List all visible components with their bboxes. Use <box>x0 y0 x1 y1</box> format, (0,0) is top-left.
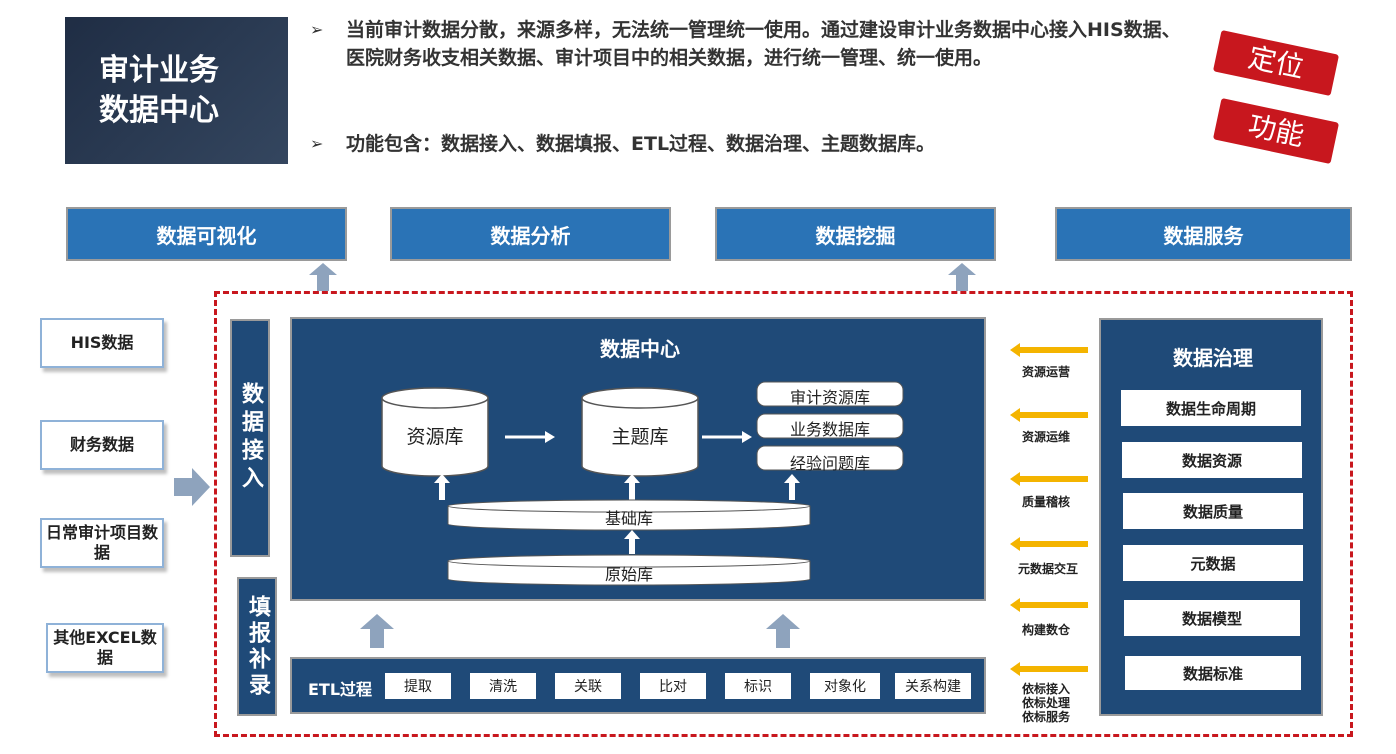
etl-step-relation: 关系构建 <box>895 673 971 699</box>
etl-step-identify: 标识 <box>725 673 791 699</box>
arrow-label-audit: 质量稽核 <box>1022 495 1071 509</box>
title-box: 审计业务 数据中心 <box>65 17 288 164</box>
up-arrow-icon <box>624 530 640 554</box>
title-line2: 数据中心 <box>99 92 219 128</box>
etl-step-link: 关联 <box>555 673 621 699</box>
gov-item-standard: 数据标准 <box>1125 656 1301 690</box>
source-finance: 财务数据 <box>40 420 164 470</box>
base-db-disc <box>447 499 811 531</box>
etl-panel: ETL过程 提取 清洗 关联 比对 标识 对象化 关系构建 <box>290 657 986 714</box>
system-frame <box>214 291 1353 737</box>
up-arrow-icon <box>784 474 800 500</box>
intro-text-2: 功能包含：数据接入、数据填报、ETL过程、数据治理、主题数据库。 <box>346 133 936 155</box>
resource-db-cylinder <box>381 387 489 477</box>
left-arrow-icon <box>1010 472 1088 486</box>
right-arrow-icon <box>174 468 210 506</box>
service-mining[interactable]: 数据挖掘 <box>715 207 996 261</box>
gov-item-lifecycle: 数据生命周期 <box>1121 390 1301 426</box>
governance-panel: 数据治理 数据生命周期 数据资源 数据质量 元数据 数据模型 数据标准 <box>1099 318 1323 716</box>
data-access-bar: 数据接入 <box>230 319 270 557</box>
up-arrow-icon <box>948 263 976 291</box>
base-db-label: 基础库 <box>604 509 653 528</box>
stamp-position: 定位 <box>1212 29 1340 97</box>
arrow-label-metadata: 元数据交互 <box>1018 562 1079 576</box>
intro-text-1: 当前审计数据分散，来源多样，无法统一管理统一使用。通过建设审计业务数据中心接入H… <box>346 19 1181 69</box>
stack-audit-resource: 审计资源库 <box>789 388 870 407</box>
bullet-arrow-icon: ➢ <box>310 20 324 39</box>
gov-item-resource: 数据资源 <box>1122 442 1302 478</box>
raw-db-label: 原始库 <box>604 565 653 584</box>
stamp-function: 功能 <box>1212 97 1340 165</box>
db-stack <box>756 381 904 471</box>
gov-item-quality: 数据质量 <box>1123 493 1303 529</box>
source-his: HIS数据 <box>40 318 164 368</box>
up-arrow-icon <box>309 263 337 291</box>
topic-db-label: 主题库 <box>611 426 669 448</box>
governance-title: 数据治理 <box>1173 346 1253 370</box>
up-arrow-icon <box>434 474 450 500</box>
source-audit-project: 日常审计项目数据 <box>40 518 164 568</box>
etl-step-extract: 提取 <box>385 673 451 699</box>
left-arrow-icon <box>1010 408 1088 422</box>
service-analysis[interactable]: 数据分析 <box>390 207 671 261</box>
data-center-title: 数据中心 <box>600 337 680 361</box>
bullet-arrow-icon: ➢ <box>310 134 324 153</box>
etl-title: ETL过程 <box>308 680 373 699</box>
source-excel: 其他EXCEL数据 <box>46 623 164 673</box>
data-access-label: 数据接入 <box>238 382 263 494</box>
title-line1: 审计业务 <box>99 52 219 88</box>
right-arrow-icon <box>505 431 555 443</box>
topic-db-cylinder <box>581 387 699 477</box>
etl-step-compare: 比对 <box>640 673 706 699</box>
left-arrow-icon <box>1010 537 1088 551</box>
right-arrow-icon <box>702 431 752 443</box>
up-arrow-icon <box>360 614 394 648</box>
fill-record-bar: 填报补录 <box>237 577 277 716</box>
fill-record-label: 填报补录 <box>245 594 270 699</box>
service-data-service[interactable]: 数据服务 <box>1055 207 1352 261</box>
gov-item-metadata: 元数据 <box>1123 545 1303 581</box>
intro-bullet-1: ➢ 当前审计数据分散，来源多样，无法统一管理统一使用。通过建设审计业务数据中心接… <box>310 16 1190 72</box>
left-arrow-icon <box>1010 598 1088 612</box>
etl-step-clean: 清洗 <box>470 673 536 699</box>
left-arrow-icon <box>1010 662 1088 676</box>
arrow-label-warehouse: 构建数仓 <box>1022 623 1071 637</box>
etl-step-objectify: 对象化 <box>810 673 880 699</box>
stack-experience-db: 经验问题库 <box>789 454 870 473</box>
gov-item-model: 数据模型 <box>1124 600 1300 636</box>
left-arrow-icon <box>1010 343 1088 357</box>
stack-business-db: 业务数据库 <box>789 420 870 439</box>
arrow-label-operation: 资源运营 <box>1022 365 1071 379</box>
intro-bullet-2: ➢ 功能包含：数据接入、数据填报、ETL过程、数据治理、主题数据库。 <box>310 130 1190 158</box>
up-arrow-icon <box>766 614 800 648</box>
arrow-label-standards: 依标接入 依标处理 依标服务 <box>1022 682 1071 724</box>
service-visualization[interactable]: 数据可视化 <box>66 207 347 261</box>
up-arrow-icon <box>624 474 640 500</box>
raw-db-disc <box>447 554 811 586</box>
resource-db-label: 资源库 <box>406 426 464 448</box>
arrow-label-maintenance: 资源运维 <box>1022 430 1071 444</box>
